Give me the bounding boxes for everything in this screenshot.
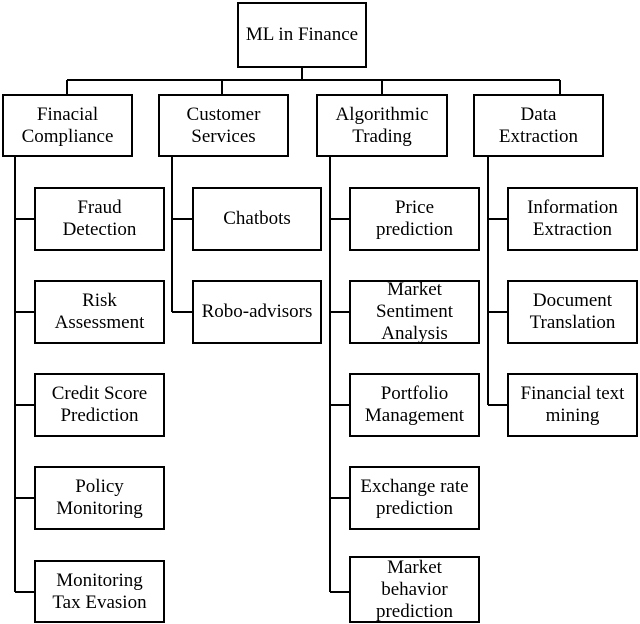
leaf-fraud-detection: Fraud Detection xyxy=(34,187,165,251)
leaf-risk-assessment: Risk Assessment xyxy=(34,280,165,344)
leaf-policy-monitoring: Policy Monitoring xyxy=(34,466,165,530)
category-algorithmic-trading: Algorithmic Trading xyxy=(316,94,448,157)
leaf-financial-text-mining: Financial text mining xyxy=(507,373,638,437)
leaf-chatbots: Chatbots xyxy=(192,187,322,251)
leaf-credit-score-prediction: Credit Score Prediction xyxy=(34,373,165,437)
leaf-exchange-rate-prediction: Exchange rate prediction xyxy=(349,466,480,530)
leaf-information-extraction: Information Extraction xyxy=(507,187,638,251)
category-financial-compliance: Finacial Compliance xyxy=(2,94,133,157)
category-customer-services: Customer Services xyxy=(158,94,289,157)
leaf-market-behavior-prediction: Market behavior prediction xyxy=(349,556,480,623)
leaf-price-prediction: Price prediction xyxy=(349,187,480,251)
leaf-document-translation: Document Translation xyxy=(507,280,638,344)
leaf-monitoring-tax-evasion: Monitoring Tax Evasion xyxy=(34,560,165,623)
root-node: ML in Finance xyxy=(237,2,367,68)
leaf-robo-advisors: Robo-advisors xyxy=(192,280,322,344)
category-data-extraction: Data Extraction xyxy=(473,94,604,157)
leaf-portfolio-management: Portfolio Management xyxy=(349,373,480,437)
leaf-market-sentiment-analysis: Market Sentiment Analysis xyxy=(349,279,480,344)
